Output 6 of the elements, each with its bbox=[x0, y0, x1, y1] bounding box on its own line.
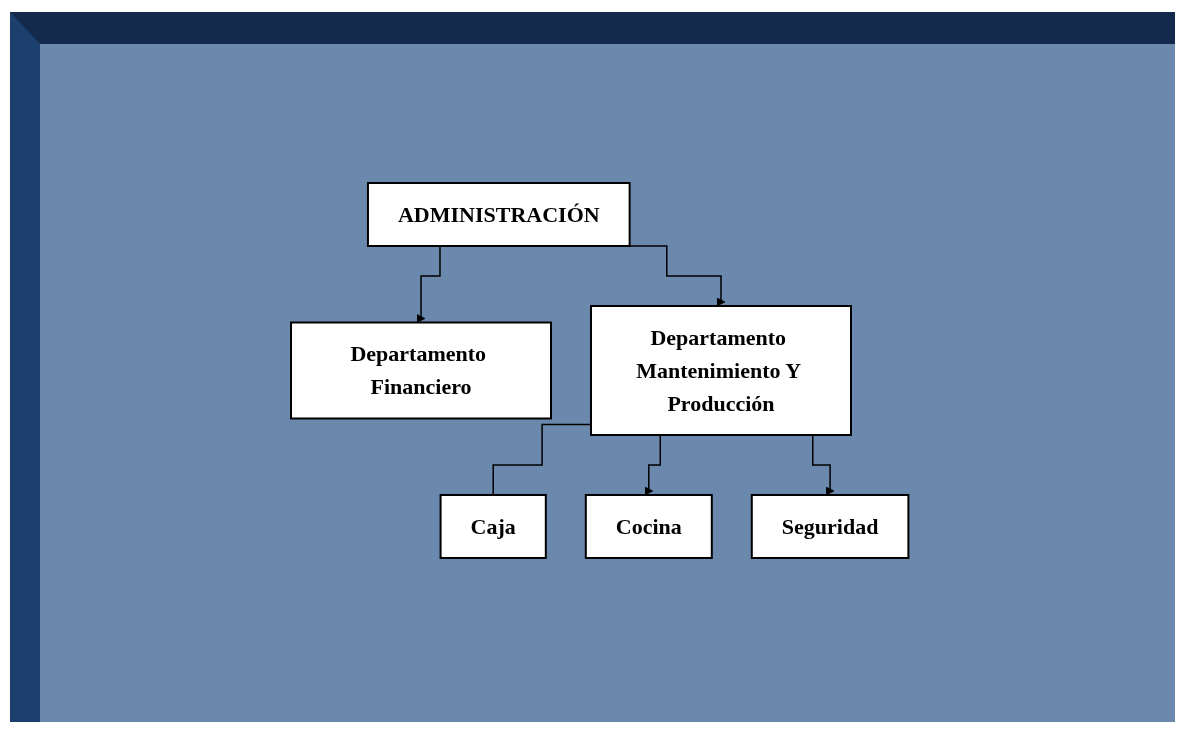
node-box: ADMINISTRACIÓN bbox=[367, 181, 631, 247]
node-box: Caja bbox=[439, 493, 548, 559]
node-box: Cocina bbox=[585, 493, 714, 559]
node-box: Seguridad bbox=[751, 493, 910, 559]
node-box: Departamento Financiero bbox=[290, 321, 553, 419]
node-box: Departamento Mantenimiento Y Producción bbox=[590, 304, 853, 436]
